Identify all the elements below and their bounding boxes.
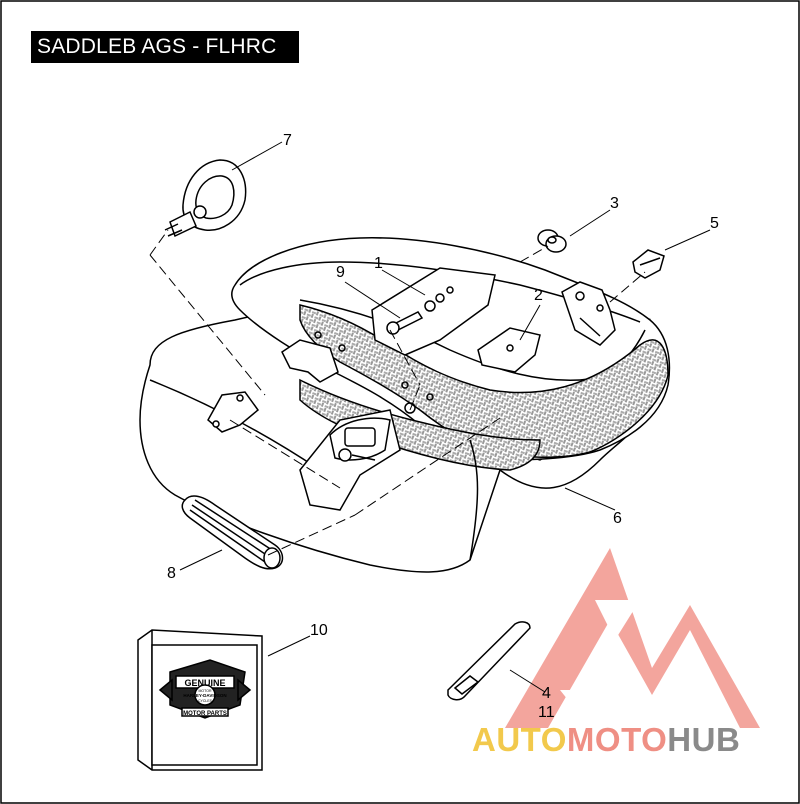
right-latch <box>561 281 616 346</box>
trim-strip <box>447 621 531 701</box>
grommet <box>537 229 567 253</box>
assembly-lines <box>149 229 646 556</box>
logo-brand2-text: MOTOR <box>199 689 212 693</box>
buckle-assembly <box>164 159 247 238</box>
page-title: SADDLEB AGS - FLHRC <box>31 31 299 63</box>
callout-1: 1 <box>374 255 383 272</box>
side-bracket <box>207 391 260 433</box>
logo-brand1-text: HARLEY-DAVIDSON <box>183 693 226 698</box>
callout-3: 3 <box>610 195 619 212</box>
callout-9: 9 <box>336 264 345 281</box>
callout-6: 6 <box>613 510 622 527</box>
front-latch-strap <box>299 409 401 511</box>
leader-lines <box>179 141 711 693</box>
small-plate <box>477 327 541 373</box>
callout-8: 8 <box>167 565 176 582</box>
watermark-wordmark: AUTOMOTOHUB <box>472 722 740 758</box>
callout-11: 11 <box>538 704 555 721</box>
watermark-logo <box>505 548 760 728</box>
callout-10: 10 <box>310 622 328 639</box>
watermark-moto-text: MOTO <box>566 721 668 758</box>
logo-genuine-text: GENUINE <box>184 678 225 688</box>
watermark-auto-text: AUTO <box>472 721 567 758</box>
top-bracket <box>281 339 339 383</box>
saddlebag-body <box>139 237 671 573</box>
callout-4: 4 <box>542 685 551 702</box>
callout-7: 7 <box>283 132 292 149</box>
mounting-plate <box>371 267 496 356</box>
logo-brand3-text: CYCLES <box>198 699 213 703</box>
reflector <box>181 495 284 570</box>
watermark-hub-text: HUB <box>667 721 741 758</box>
logo-motorparts-text: MOTOR PARTS <box>183 711 227 717</box>
clip <box>632 249 665 279</box>
callout-5: 5 <box>710 215 719 232</box>
parts-package: GENUINE HARLEY-DAVIDSON MOTOR CYCLES MOT… <box>137 629 263 771</box>
callout-2: 2 <box>534 287 543 304</box>
